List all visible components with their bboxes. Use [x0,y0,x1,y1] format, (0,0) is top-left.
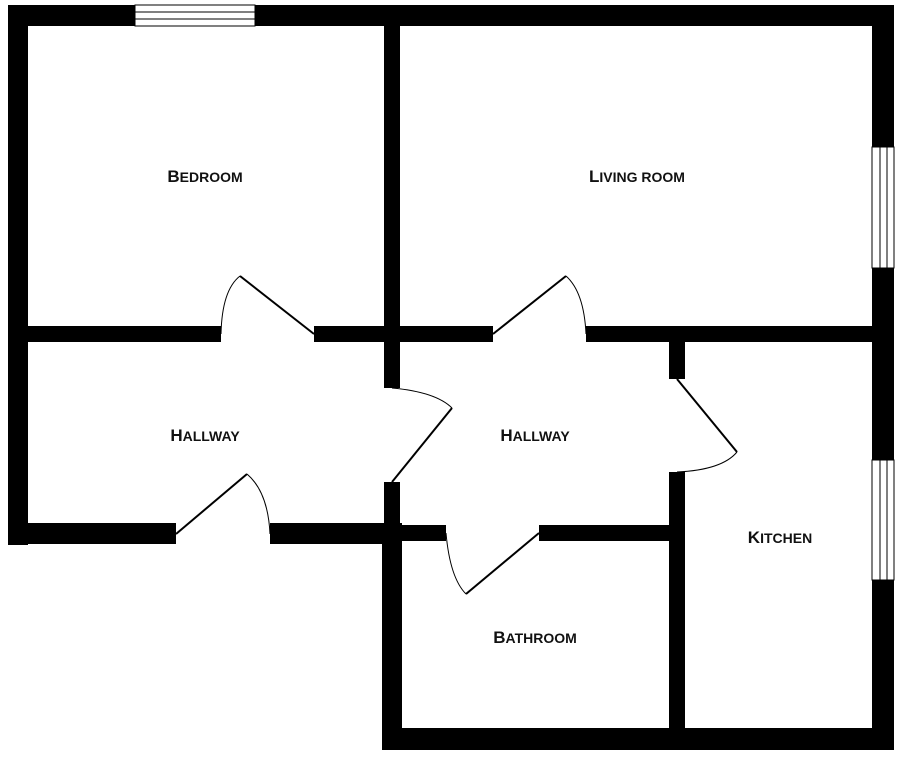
wall-bathroom-left [382,523,402,750]
wall-right-b [872,268,894,460]
wall-bedroom-hall-a [8,326,221,342]
door-kitchen [676,378,738,473]
door-living-room [492,275,587,335]
door-entry [175,473,271,535]
wall-bathroom-top-a [382,525,446,541]
wall-bottom [382,728,894,750]
wall-left [8,5,28,545]
room-label-living-room: LIVING ROOM [589,167,685,186]
door-bedroom [220,275,315,335]
wall-living-hall [586,326,894,342]
windows [134,4,895,581]
room-label-bathroom: BATHROOM [493,628,577,647]
room-label-bedroom: BEDROOM [167,167,243,186]
wall-right-c [872,580,894,750]
door-hallway-connecting [391,387,453,483]
wall-bathroom-top-b [539,525,685,541]
window-bedroom-top [134,4,256,27]
wall-kitchen-left-b [669,472,685,750]
wall-bottom-left-a [8,523,176,544]
room-label-hallway-center: HALLWAY [500,426,570,445]
wall-bedroom-hall-b [314,326,493,342]
wall-kitchen-left-a [669,326,685,379]
door-bathroom [445,532,540,595]
walls [8,5,894,750]
room-label-hallway-left: HALLWAY [170,426,240,445]
wall-center-vertical-a [384,5,400,388]
doors [175,275,738,595]
window-living-room [871,146,895,269]
room-label-kitchen: KITCHEN [747,528,813,547]
window-kitchen [871,459,895,581]
wall-bottom-left-b [270,523,402,544]
wall-right-a [872,5,894,147]
